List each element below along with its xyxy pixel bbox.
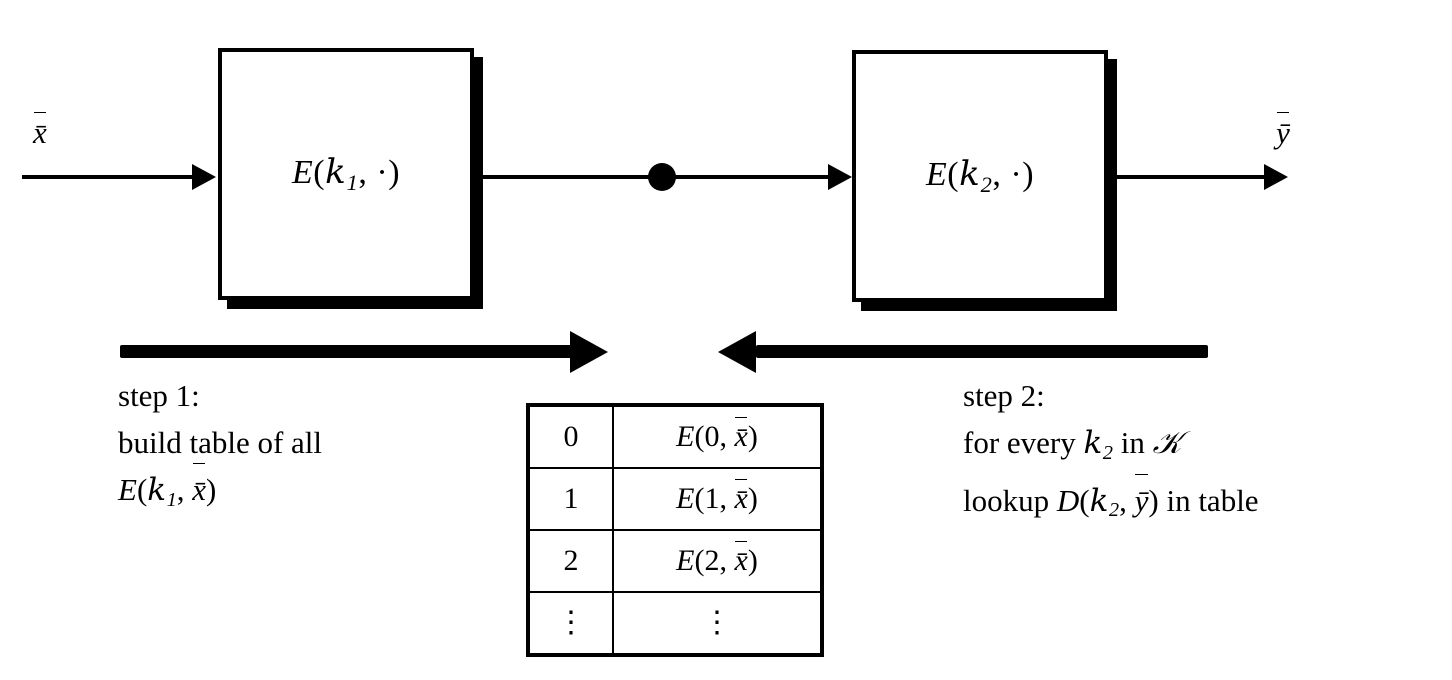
output-label-ybar-text: ȳ xyxy=(1276,111,1290,150)
table-cell-key: 1 xyxy=(527,467,614,531)
step-2-caption: step 2: for every k2 in 𝒦 lookup D(k2, y… xyxy=(963,372,1259,534)
table-cell-key: 2 xyxy=(527,529,614,593)
arrowhead-output-icon xyxy=(1264,164,1288,190)
junction-dot xyxy=(648,163,676,191)
input-label-xbar: x̄ xyxy=(33,111,47,151)
step-1-body-line-1: build table of all xyxy=(118,425,323,460)
encryption-block-2: E(k2, ·) xyxy=(852,50,1108,302)
output-label-ybar: ȳ xyxy=(1276,111,1290,151)
lookup-table: 0 E(0, x̄) 1 E(1, x̄) 2 E(2, x̄) ⋮ ⋮ xyxy=(526,403,824,657)
step-1-body-formula: E(k1, x̄) xyxy=(118,462,322,524)
table-cell-value: E(0, x̄) xyxy=(612,404,823,469)
step-2-heading: step 2: xyxy=(963,378,1045,413)
step-2-body-line-2: lookup D(k2, ȳ) in table xyxy=(963,473,1259,535)
encryption-block-1-label: E(k1, ·) xyxy=(291,152,401,195)
table-row: 2 E(2, x̄) xyxy=(527,529,823,593)
step-1-heading: step 1: xyxy=(118,378,200,413)
step-2-arrow-shaft xyxy=(756,345,1208,358)
encryption-block-1: E(k1, ·) xyxy=(218,48,474,300)
table-row: 0 E(0, x̄) xyxy=(527,404,823,469)
table-cell-key: 0 xyxy=(527,404,614,469)
wire-input-to-encrypt1 xyxy=(22,175,197,179)
table-row: ⋮ ⋮ xyxy=(527,591,823,656)
step-2-arrowhead-icon xyxy=(718,331,756,373)
input-label-xbar-text: x̄ xyxy=(33,111,47,150)
arrowhead-into-encrypt2-icon xyxy=(828,164,852,190)
table-cell-value-ellipsis: ⋮ xyxy=(612,591,823,656)
step-1-arrow-shaft xyxy=(120,345,572,358)
encryption-block-2-label: E(k2, ·) xyxy=(925,154,1035,197)
table-row: 1 E(1, x̄) xyxy=(527,467,823,531)
arrowhead-into-encrypt1-icon xyxy=(192,164,216,190)
lookup-table-body: 0 E(0, x̄) 1 E(1, x̄) 2 E(2, x̄) ⋮ ⋮ xyxy=(527,404,823,656)
step-1-caption: step 1: build table of all E(k1, x̄) xyxy=(118,372,322,524)
step-1-arrowhead-icon xyxy=(570,331,608,373)
step-2-body-line-1: for every k2 in 𝒦 xyxy=(963,425,1182,464)
table-cell-key-ellipsis: ⋮ xyxy=(527,591,614,656)
table-cell-value: E(2, x̄) xyxy=(612,529,823,593)
wire-encrypt2-to-output xyxy=(1108,175,1268,179)
table-cell-value: E(1, x̄) xyxy=(612,467,823,531)
